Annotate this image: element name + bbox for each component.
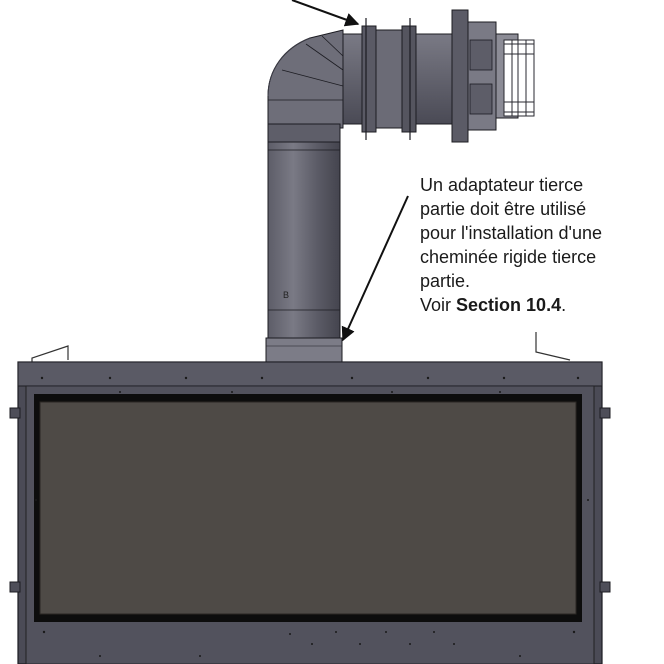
note-line-4: cheminée rigide tierce	[420, 247, 597, 267]
section-reference: Section 10.4	[456, 295, 562, 315]
note-line-3: pour l'installation d'une	[420, 223, 602, 243]
glass-front	[34, 394, 582, 622]
note-line-1: Un adaptateur tierce	[420, 175, 584, 195]
elbow-90	[267, 29, 344, 131]
third-party-adapter-note: Un adaptateur tierce partie doit être ut…	[420, 173, 660, 317]
note-line-2: partie doit être utilisé	[420, 199, 587, 219]
note-line-5: partie.	[420, 271, 471, 291]
note-see-section: Voir Section 10.4.	[420, 293, 660, 317]
adapter-pointer-arrow	[341, 195, 409, 342]
termination-cap	[503, 39, 535, 117]
top-pointer-arrow	[291, 0, 360, 27]
pipe-label: B	[283, 290, 289, 300]
see-prefix: Voir	[420, 295, 457, 315]
see-suffix: .	[561, 295, 567, 315]
vertical-vent-pipe: B	[265, 123, 343, 363]
side-tabs	[9, 407, 611, 593]
trim-rivets	[35, 376, 589, 657]
horizontal-vent-pipe	[342, 18, 464, 140]
